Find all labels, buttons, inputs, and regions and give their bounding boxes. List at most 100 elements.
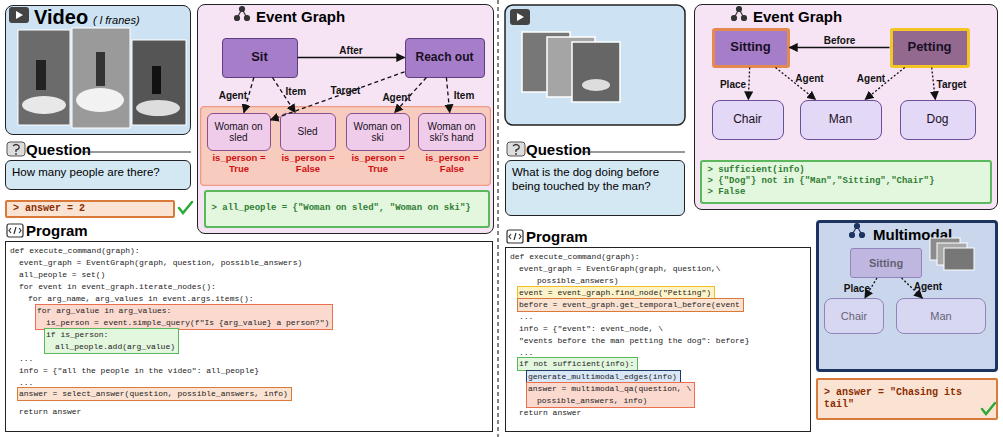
attribute-label: is_person = False (278, 153, 338, 175)
code-line: "events before the man petting the dog":… (510, 335, 806, 347)
question-icon (507, 142, 525, 156)
edge-label: After (339, 44, 362, 55)
event-node: Sit (222, 38, 298, 78)
figure (36, 60, 46, 90)
attribute-label: is_person = True (207, 153, 271, 175)
argument-node: Woman on ski's hand (418, 113, 486, 151)
code-line: for arg_value in arg_values: (37, 305, 329, 317)
node-label: Woman on sled (210, 121, 268, 143)
edge-label: Agent (795, 72, 823, 83)
node-label: Dog (926, 113, 948, 126)
argument-node: Chair (824, 298, 884, 334)
edge-label: Agent (914, 281, 942, 292)
panel-title: Event Graph (256, 8, 345, 25)
code-line: ... (510, 311, 806, 323)
icon-mark (9, 227, 21, 234)
video-icon (9, 7, 29, 23)
graph-icon (732, 7, 747, 21)
program-title: Program (526, 228, 588, 245)
video-panel (505, 5, 685, 125)
edge-label: Item (286, 86, 307, 97)
video-frame (72, 28, 130, 128)
answer-text: > answer = "Chasing its tail" (824, 387, 990, 411)
icon-dot (860, 233, 865, 238)
program-icon (7, 224, 23, 237)
video-frame (944, 248, 974, 270)
video-panel: Video( l franes) (5, 5, 191, 135)
node-label: Sitting (730, 40, 770, 54)
code-line: if is_person: (46, 329, 175, 341)
relation-arrow (932, 68, 936, 100)
relation-arrow (790, 47, 890, 48)
dog-shape (582, 79, 610, 91)
icon-frame (507, 230, 523, 243)
question-title: Question (26, 141, 91, 158)
checkmark (179, 202, 192, 213)
code-body: def execute_command(graph):event_graph =… (510, 251, 806, 428)
question-title: Question (526, 141, 591, 158)
video-header: Video( l franes) (34, 6, 140, 29)
video-frame (132, 40, 186, 125)
event-node: Sitting (712, 28, 790, 68)
node-label: Sled (297, 126, 317, 137)
snow-patch (22, 96, 66, 114)
icon-line (739, 9, 744, 18)
edge-label: Place (844, 283, 870, 294)
node-label: Man (930, 310, 951, 322)
program-box: Programdef execute_command(graph):event_… (5, 241, 493, 432)
code-line: info = {"all the people in the video": a… (10, 365, 488, 377)
multimodal-panel: MultimodalSittingChairMan (816, 220, 998, 372)
heading-rule (82, 152, 191, 153)
node-label: Sitting (869, 257, 903, 269)
icon-line (242, 9, 247, 18)
icon-line (857, 226, 862, 235)
video-frame (18, 30, 70, 125)
code-line: if not sufficient(info): (519, 358, 634, 370)
code-line: return answer (10, 406, 488, 418)
event-node: Reach out (405, 38, 485, 78)
panel-title: Event Graph (753, 8, 842, 25)
argument-node: Man (800, 100, 882, 140)
video-icon (510, 9, 530, 25)
edge-label: Before (824, 34, 856, 45)
code-line: for arg_name, arg_values in event.args.i… (10, 293, 488, 305)
argument-node: Sled (280, 113, 336, 151)
icon-mark (509, 233, 521, 240)
video-frame (547, 37, 595, 97)
question-text: How many people are there? (6, 161, 190, 183)
code-line: info = {"event": event_node, \ (510, 323, 806, 335)
answer-text: > answer = 2 (13, 203, 85, 215)
result-text: > {"Dog"} not in {"Man","Sitting","Chair… (708, 176, 935, 187)
video-frame (572, 42, 620, 102)
argument-node: Chair (712, 100, 784, 140)
code-line: all_people = set() (10, 269, 488, 281)
program-title: Program (26, 222, 88, 239)
graph-icon (235, 7, 250, 21)
argument-node: Man (896, 298, 986, 334)
edge-label: Target (937, 78, 967, 89)
icon-line (237, 9, 242, 18)
icon-line (734, 9, 739, 18)
code-highlight: answer = select_answer(question, possibl… (17, 387, 292, 401)
code-line: before = event_graph.get_temporal_before… (519, 299, 740, 311)
panel-divider (497, 0, 498, 437)
icon-mark (515, 153, 517, 155)
question-box: QuestionWhat is the dog doing before bei… (505, 160, 685, 216)
event-node: Sitting (850, 248, 922, 278)
icon-dot (850, 233, 855, 238)
frame-count: ( l franes) (93, 14, 139, 26)
answer-box: > answer = "Chasing its tail" (816, 378, 998, 420)
icon-dot (742, 16, 747, 21)
edge-label: Agent (219, 90, 247, 101)
attribute-label: is_person = False (418, 153, 486, 175)
video-frame (937, 243, 967, 265)
result-text: > sufficient(info) (708, 165, 805, 176)
video-frame (522, 32, 570, 92)
code-line: event_graph = EventGraph(graph, question… (510, 263, 806, 275)
question-icon (7, 142, 25, 156)
code-highlight: answer = multimodal_qa(question, \possib… (526, 382, 695, 408)
band-rect (201, 107, 491, 186)
icon-dot (245, 16, 250, 21)
argument-node: Dog (900, 100, 976, 140)
